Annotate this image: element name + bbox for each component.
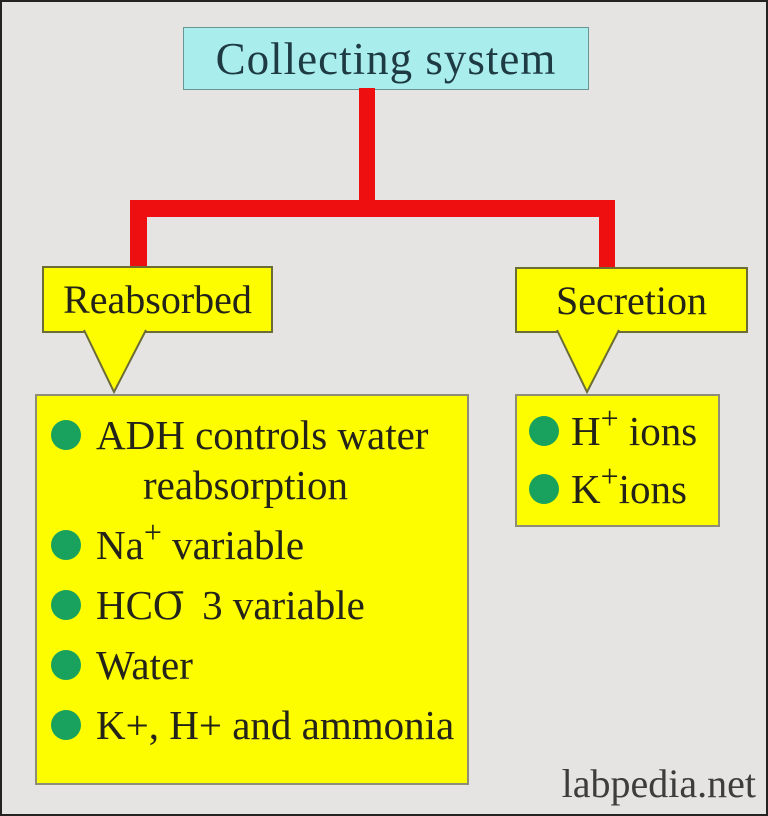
callout-secretion-label: Secretion: [555, 277, 708, 323]
bullet-icon: [51, 710, 81, 740]
item-text: Water: [96, 642, 193, 688]
connector-drop-right: [599, 200, 615, 269]
connector-stem: [359, 88, 375, 210]
bullet-icon: [529, 416, 559, 446]
title-text: Collecting system: [215, 33, 557, 84]
list-item: HCO− 3 variable: [51, 575, 463, 630]
item-text: H+ ions: [571, 401, 698, 454]
bullet-icon: [51, 590, 81, 620]
connector-crossbar: [130, 200, 615, 217]
item-text: Na+ variable: [96, 515, 305, 568]
bullet-icon: [51, 420, 81, 450]
callout-reabsorbed: Reabsorbed: [42, 266, 273, 333]
callout-secretion: Secretion: [515, 267, 748, 333]
item-text: HCO− 3 variable: [96, 575, 365, 628]
callout-tail-left-icon: [83, 329, 147, 395]
list-item: Water: [51, 640, 463, 690]
list-item: K+ions: [529, 459, 716, 514]
connector-drop-left: [130, 200, 147, 268]
list-item: K+, H+ and ammonia: [51, 700, 463, 750]
brand-watermark: labpedia.net: [561, 761, 756, 806]
bullet-icon: [529, 474, 559, 504]
item-text: K+ions: [571, 459, 687, 512]
list-item: H+ ions: [529, 401, 716, 456]
callout-tail-right-icon: [556, 329, 620, 395]
bullet-icon: [51, 650, 81, 680]
title-box: Collecting system: [183, 27, 589, 90]
item-text: K+, H+ and ammonia: [96, 702, 455, 748]
list-item: Na+ variable: [51, 515, 463, 570]
callout-reabsorbed-label: Reabsorbed: [63, 277, 252, 322]
bullet-icon: [51, 530, 81, 560]
